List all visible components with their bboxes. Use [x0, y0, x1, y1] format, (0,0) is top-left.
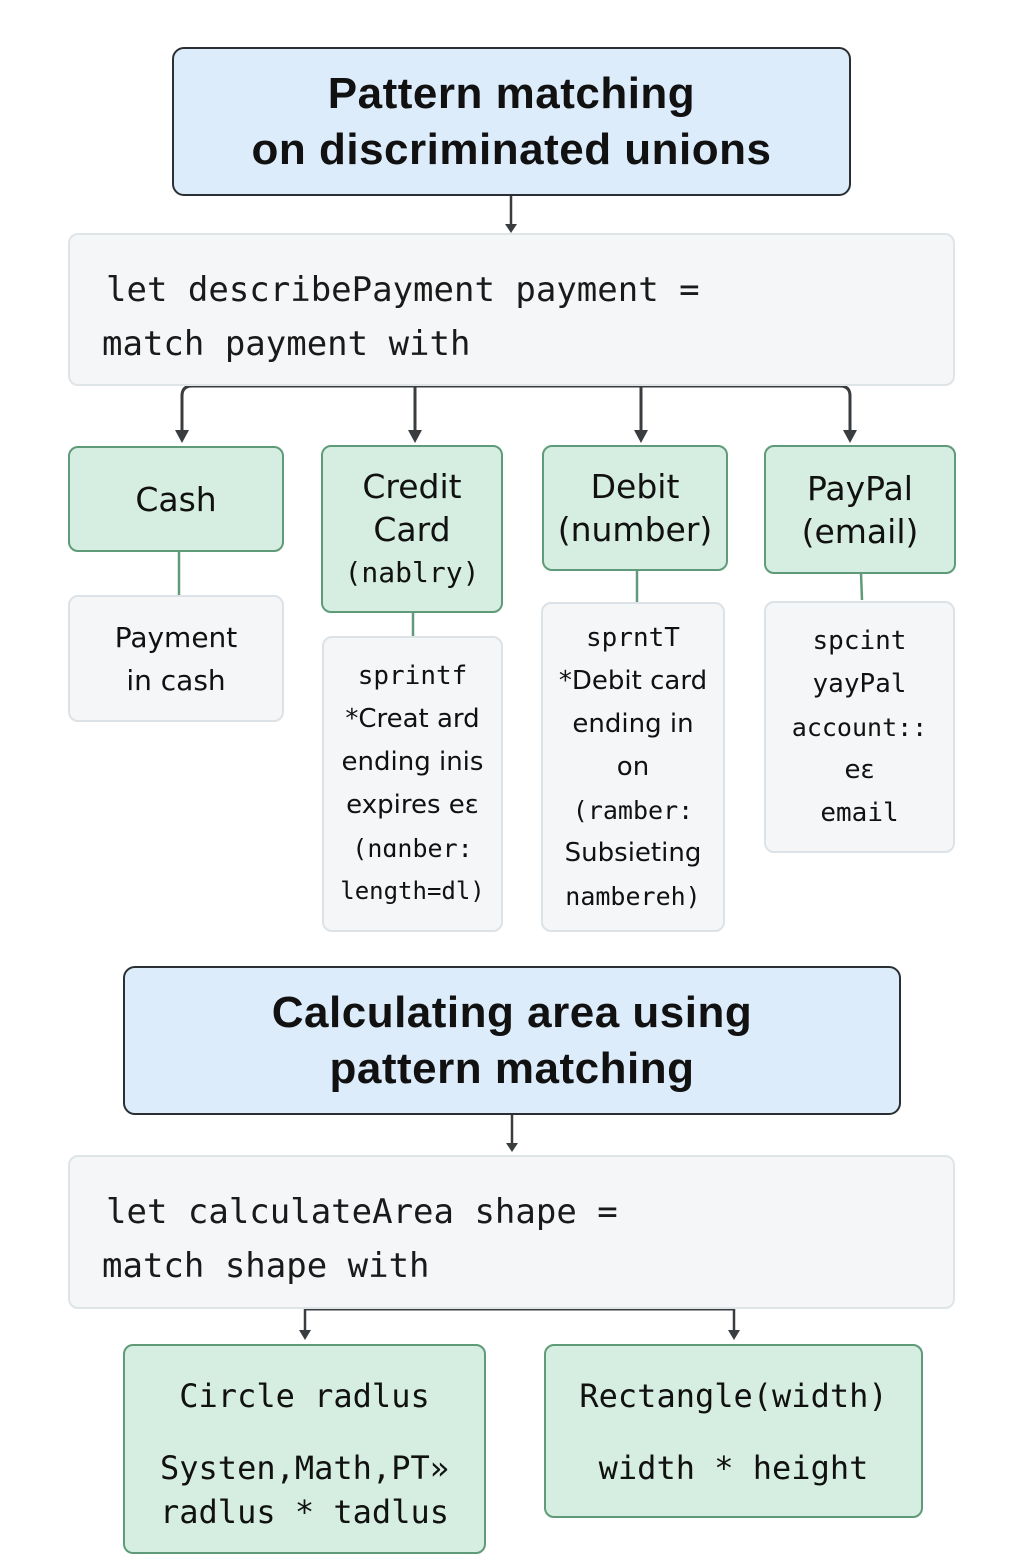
section2-title-line-2: pattern matching — [329, 1043, 695, 1093]
case-paypal: PayPal (email) — [764, 445, 956, 574]
section1-title-line-1: Pattern matching — [327, 68, 696, 118]
section2-title-box: Calculating area using pattern matching — [123, 966, 901, 1115]
result-paypal-line-2: yayPal — [812, 668, 907, 699]
section1-title-line-2: on discriminated unions — [251, 124, 772, 174]
case-rectangle-label: Rectangle(width) — [579, 1377, 888, 1415]
case-debit-label-1: Debit — [590, 467, 680, 506]
result-paypal-line-3: account:: — [791, 712, 928, 742]
result-credit-card-line-1: sprintf — [357, 661, 468, 691]
result-credit-card-line-2: *Creat ard — [345, 704, 480, 734]
section1-title-box: Pattern matching on discriminated unions — [172, 47, 851, 196]
case-credit-card: Credit Card (nablry) — [321, 445, 503, 613]
case-circle: Circle radlus Systen,Math,PT» radlus * t… — [123, 1344, 486, 1554]
result-debit-line-2: *Debit card — [558, 665, 708, 696]
case-paypal-label-1: PayPal — [807, 468, 913, 508]
case-circle-label: Circle radlus — [179, 1377, 430, 1415]
result-debit-line-4: on — [616, 751, 650, 782]
case-credit-card-label-1: Credit — [362, 466, 462, 506]
case-debit: Debit (number) — [542, 445, 728, 571]
case-paypal-label-2: (email) — [801, 511, 919, 551]
result-paypal: spcint yayPal account:: eɛ email — [764, 601, 955, 853]
result-paypal-line-5: email — [820, 797, 899, 828]
result-debit: sprntT *Debit card ending in on (ramber:… — [541, 602, 725, 932]
result-cash-line-2: in cash — [126, 663, 226, 697]
section2-code-line-1: let calculateArea shape = — [106, 1192, 618, 1232]
result-credit-card-line-6: length=dl) — [340, 877, 485, 905]
case-rectangle: Rectangle(width) width * height — [544, 1344, 923, 1518]
section1-code-box: let describePayment payment = match paym… — [68, 233, 955, 386]
result-debit-line-7: nambereh) — [565, 881, 701, 911]
case-debit-label-2: (number) — [557, 510, 713, 549]
result-debit-line-5: (ramber: — [572, 795, 694, 825]
result-credit-card-line-5: (nɑnber: — [352, 834, 473, 863]
case-credit-card-label-2: Card — [373, 509, 451, 549]
case-cash-label: Cash — [135, 479, 217, 519]
result-paypal-line-4: eɛ — [844, 754, 875, 785]
result-debit-line-3: ending in — [572, 708, 694, 739]
result-cash: Payment in cash — [68, 595, 284, 722]
section2-code-line-2: match shape with — [102, 1246, 430, 1286]
section2-title-line-1: Calculating area using — [271, 987, 753, 1037]
case-rectangle-body: width * height — [598, 1449, 869, 1487]
case-circle-body-2: radlus * tadlus — [160, 1493, 449, 1531]
result-debit-line-6: Subsieting — [564, 837, 702, 868]
section2-code-box: let calculateArea shape = match shape wi… — [68, 1155, 955, 1309]
section1-code-line-2: match payment with — [102, 324, 471, 364]
case-credit-card-label-3: (nablry) — [344, 555, 480, 589]
case-circle-body-1: Systen,Math,PT» — [160, 1449, 449, 1487]
result-credit-card-line-4: expires eɛ — [346, 790, 479, 820]
result-debit-line-1: sprntT — [586, 622, 680, 653]
result-credit-card: sprintf *Creat ard ending inis expires e… — [322, 636, 503, 932]
result-paypal-line-1: spcint — [812, 625, 907, 656]
result-credit-card-line-3: ending inis — [341, 747, 484, 777]
result-cash-line-1: Payment — [114, 620, 238, 654]
section1-code-line-1: let describePayment payment = — [106, 270, 700, 310]
case-cash: Cash — [68, 446, 284, 552]
